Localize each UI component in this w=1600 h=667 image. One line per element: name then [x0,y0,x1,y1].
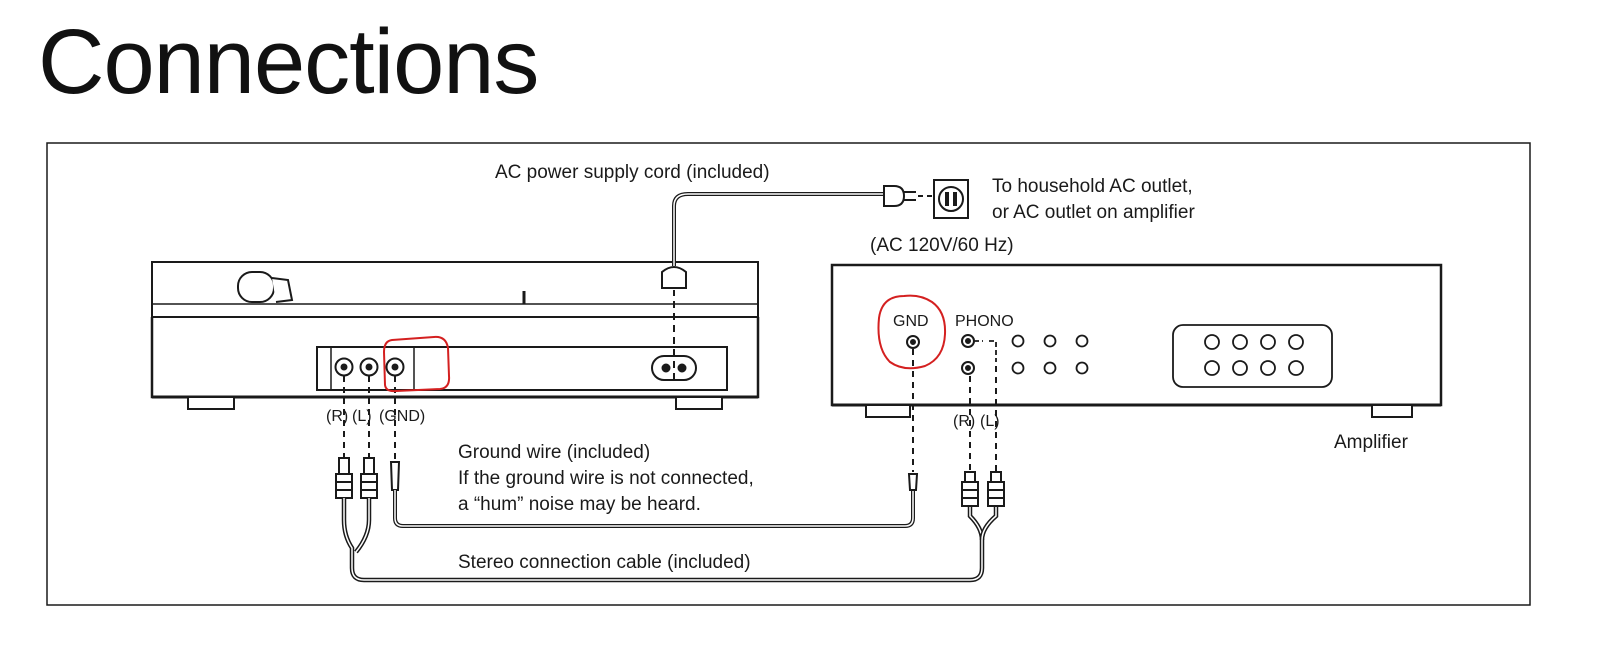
amplifier-label: Amplifier [1334,432,1409,453]
turntable-foot-left [187,396,235,410]
annotation-circle-turntable-gnd [382,335,451,393]
annotation-circle-amplifier-gnd [877,294,947,370]
turntable-foot-right [675,396,723,410]
rca-plug-icon [335,457,353,499]
page-title: Connections [38,11,539,113]
amplifier-gnd-terminal [906,335,920,349]
ac-power-cord [661,179,969,380]
amplifier [830,263,1443,418]
outlet-label-line2: or AC outlet on amplifier [992,202,1195,223]
tonearm-counterweight [237,271,294,303]
ac-plug-icon [883,185,916,207]
voltage-label: (AC 120V/60 Hz) [870,235,1014,256]
ground-wire [389,349,919,528]
turntable-jack-l [359,357,379,377]
turntable-jack-r [334,357,354,377]
amplifier-r-label: (R) [953,413,975,430]
amplifier-input-jacks [1011,334,1089,375]
diagram-frame [46,142,1531,606]
turntable-gnd-label: (GND) [379,408,425,425]
power-cord-label: AC power supply cord (included) [495,162,770,183]
rca-plug-icon [987,471,1005,507]
amplifier-phono-label: PHONO [955,313,1014,330]
turntable-r-label: (R) [326,408,348,425]
amplifier-l-label: (L) [980,413,1000,430]
amplifier-foot-right [1371,404,1413,418]
amplifier-phono-jack-l [961,334,975,348]
ground-wire-label-line2: If the ground wire is not connected, [458,468,754,489]
amplifier-phono-jack-r [961,361,975,375]
rca-plug-icon [360,457,378,499]
ground-wire-label-line1: Ground wire (included) [458,442,650,463]
turntable-l-label: (L) [352,408,372,425]
stereo-cable-label: Stereo connection cable (included) [458,552,751,573]
amplifier-speaker-terminals [1172,324,1333,388]
turntable [150,261,760,410]
wall-outlet-icon [933,179,969,219]
stereo-cable [335,366,1005,583]
outlet-label-line1: To household AC outlet, [992,176,1193,197]
amplifier-gnd-label: GND [893,313,929,330]
ground-wire-label-line3: a “hum” noise may be heard. [458,494,701,515]
rca-plug-icon [961,471,979,507]
amplifier-foot-left [865,404,911,418]
turntable-gnd-terminal [385,357,405,377]
